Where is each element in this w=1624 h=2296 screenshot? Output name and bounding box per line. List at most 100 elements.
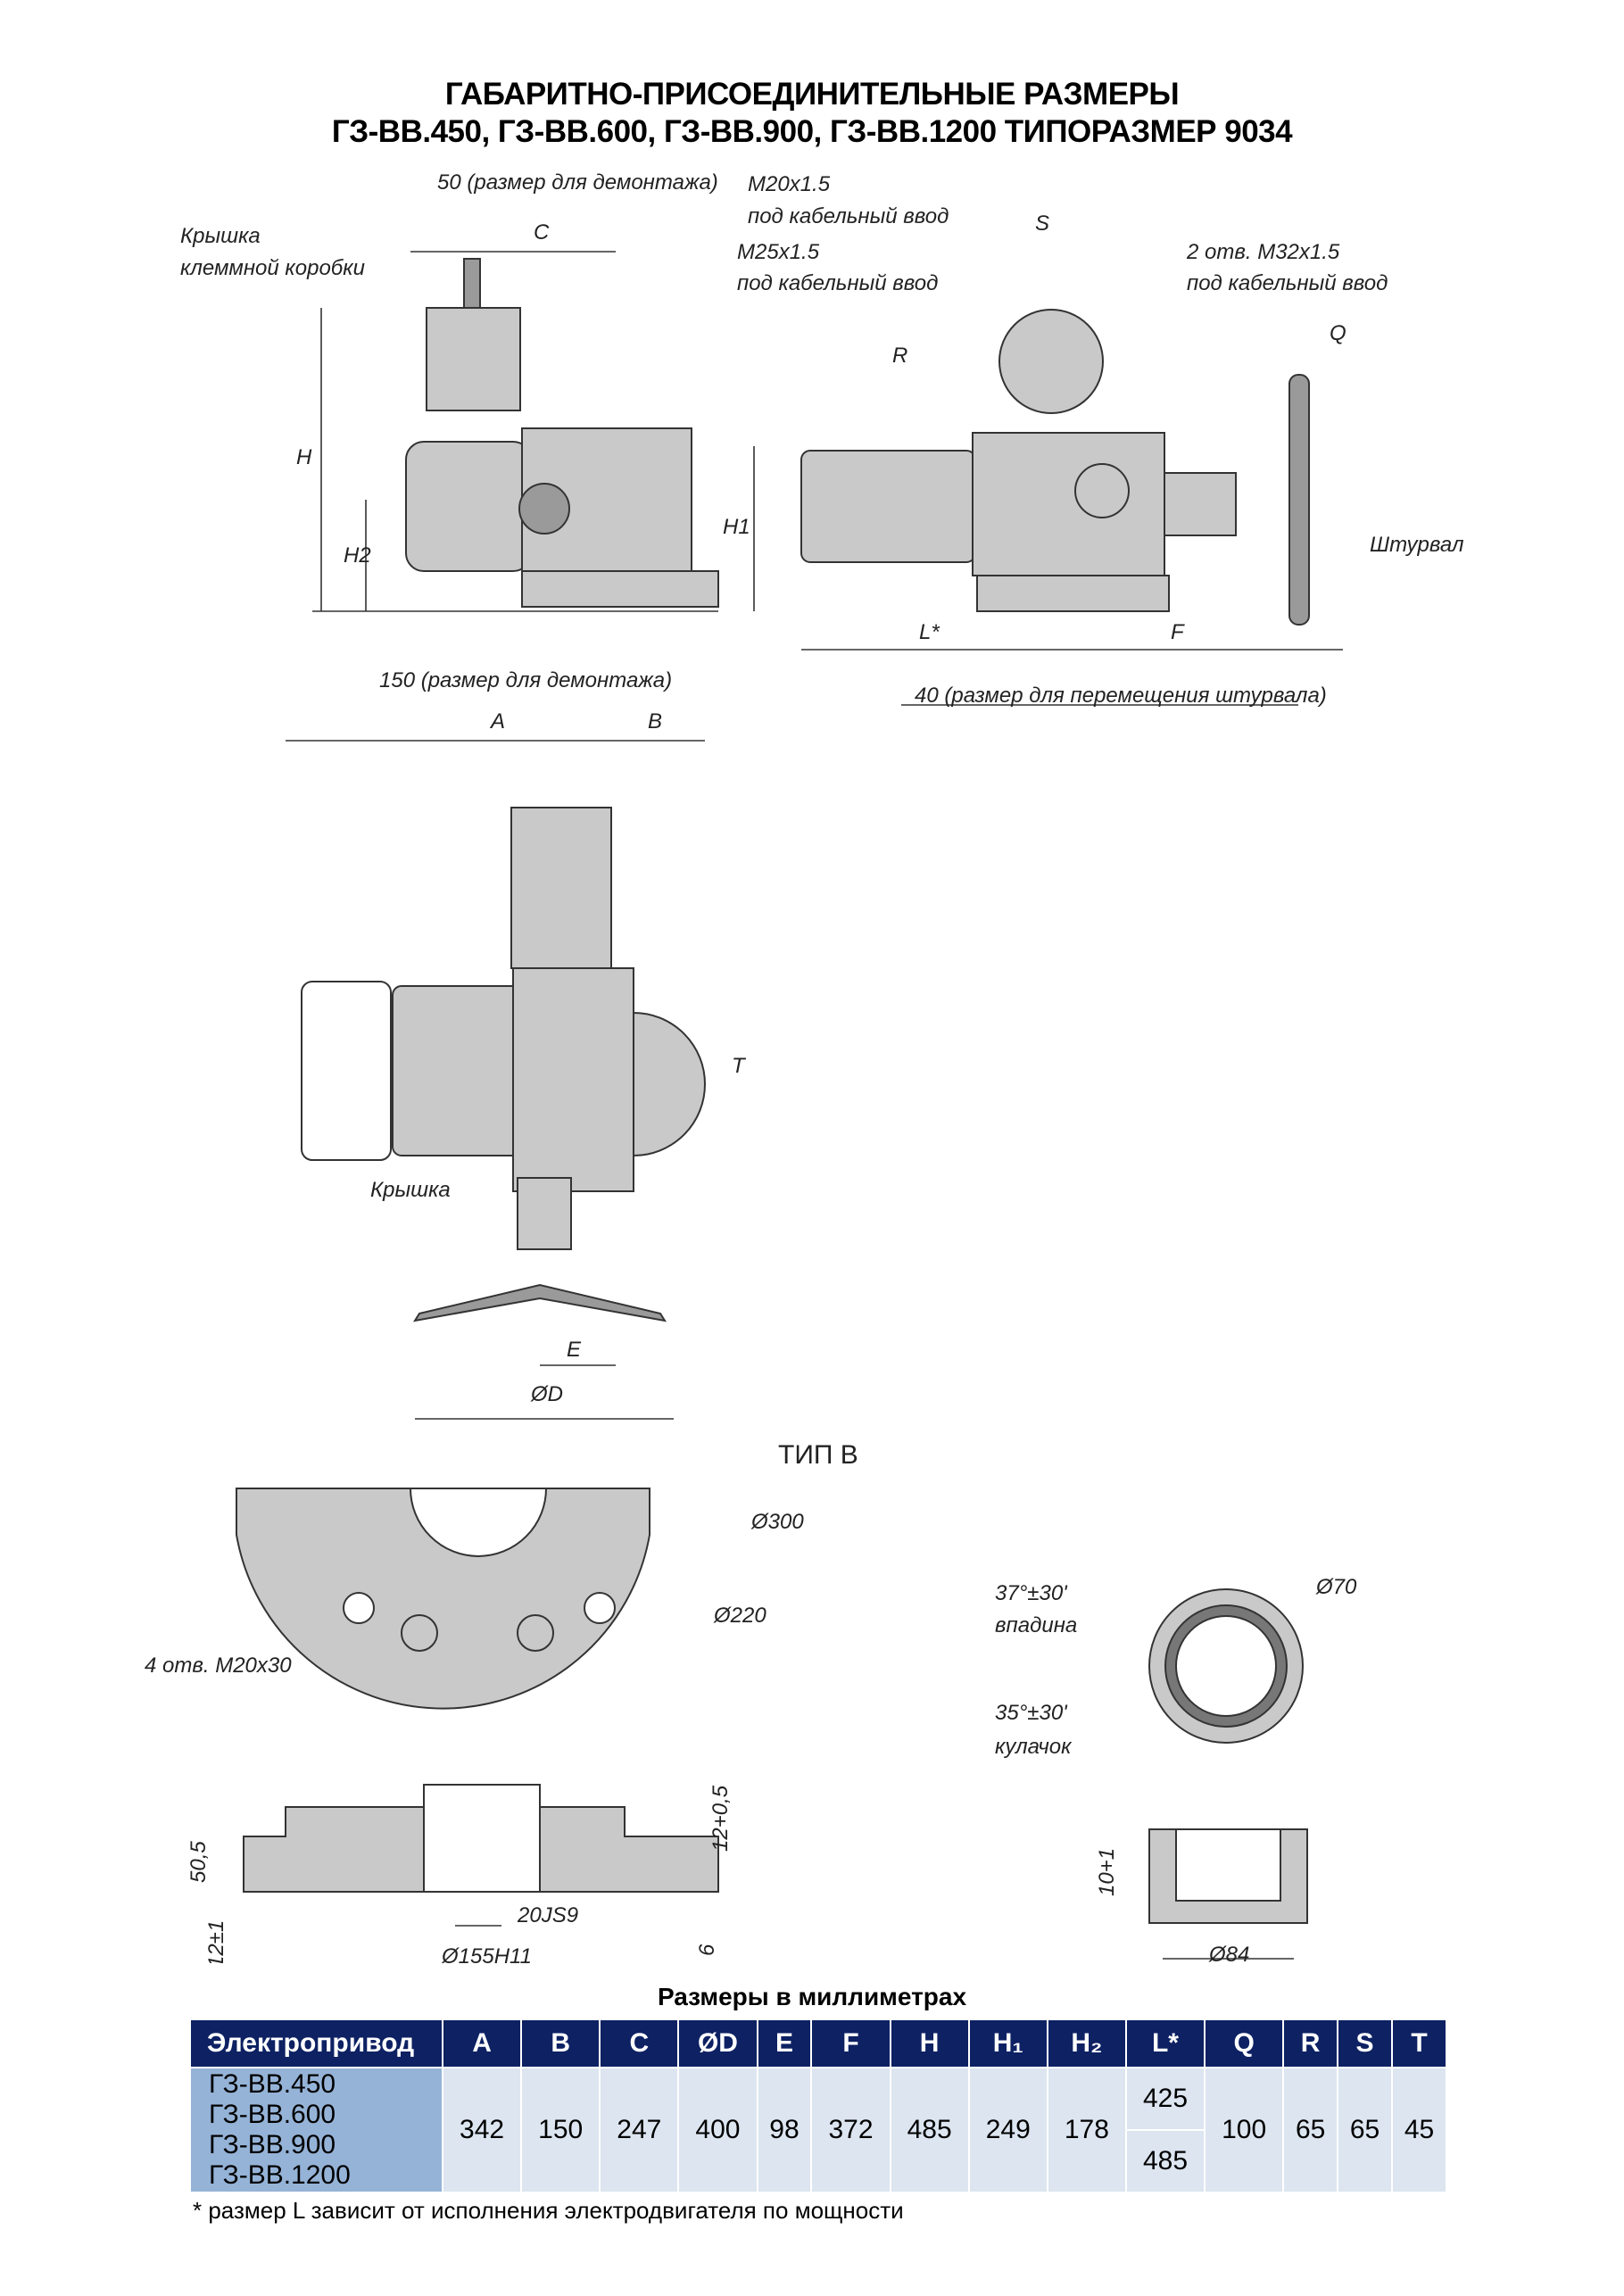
label-m32-sub: под кабельный ввод xyxy=(1187,271,1388,295)
cover-outline xyxy=(301,981,392,1161)
dimensions-table: Электропривод A B C ØD E F H H₁ H₂ L* Q … xyxy=(189,2018,1447,2193)
label-R: R xyxy=(892,344,907,368)
handwheel-drive xyxy=(1164,472,1237,536)
value-L-1: 425 xyxy=(1124,2067,1206,2131)
cam-ring xyxy=(1148,1588,1304,1744)
label-groove: впадина xyxy=(995,1613,1077,1637)
value-C: 247 xyxy=(599,2067,680,2193)
header-F: F xyxy=(810,2018,891,2068)
label-S: S xyxy=(1035,211,1049,236)
value-D: 400 xyxy=(677,2067,758,2193)
label-H: H xyxy=(296,445,312,469)
plan-view xyxy=(286,740,706,1420)
model-600: ГЗ-ВВ.600 xyxy=(209,2100,336,2129)
label-angle37: 37°±30' xyxy=(995,1581,1068,1605)
label-ten: 10+1 xyxy=(1095,1848,1119,1896)
model-900: ГЗ-ВВ.900 xyxy=(209,2130,336,2159)
label-handwheel: Штурвал xyxy=(1370,533,1464,557)
label-d300: Ø300 xyxy=(750,1510,804,1534)
label-d84: Ø84 xyxy=(1208,1943,1249,1963)
flange-type-b xyxy=(236,1488,650,1710)
base-flange xyxy=(521,570,719,608)
gearbox xyxy=(512,967,634,1192)
header-R: R xyxy=(1282,2018,1339,2068)
title-line-1: ГАБАРИТНО-ПРИСОЕДИНИТЕЛЬНЫЕ РАЗМЕРЫ xyxy=(444,77,1180,112)
value-Q: 100 xyxy=(1204,2067,1285,2193)
motor xyxy=(510,807,612,969)
label-L: L* xyxy=(919,620,940,644)
header-model: Электропривод xyxy=(189,2018,443,2068)
label-T: T xyxy=(732,1054,747,1078)
label-terminal-cover: Крышка xyxy=(180,224,261,248)
label-handwheel-move: 40 (размер для перемещения штурвала) xyxy=(915,684,1327,708)
switch-housing xyxy=(518,483,570,535)
label-m20-sub: под кабельный ввод xyxy=(748,204,949,228)
model-450: ГЗ-ВВ.450 xyxy=(209,2069,336,2099)
value-H: 485 xyxy=(889,2067,970,2193)
header-S: S xyxy=(1337,2018,1394,2068)
header-T: T xyxy=(1391,2018,1447,2068)
table-row: ГЗ-ВВ.450 ГЗ-ВВ.600 ГЗ-ВВ.900 ГЗ-ВВ.1200… xyxy=(189,2067,1447,2193)
label-dismount-50: 50 (размер для демонтажа) xyxy=(437,170,718,195)
handwheel xyxy=(412,1283,667,1322)
header-E: E xyxy=(756,2018,813,2068)
label-B: B xyxy=(648,709,662,734)
label-A: A xyxy=(489,709,505,734)
cam-section xyxy=(1148,1828,1308,1960)
value-F: 372 xyxy=(810,2067,891,2193)
value-A: 342 xyxy=(441,2067,523,2193)
label-h50-5: 50,5 xyxy=(186,1841,211,1883)
header-B: B xyxy=(520,2018,601,2068)
label-Q: Q xyxy=(1330,321,1346,345)
label-h12-1: 12±1 xyxy=(204,1920,228,1963)
front-view xyxy=(800,309,1343,706)
label-C: C xyxy=(534,220,550,245)
label-d70: Ø70 xyxy=(1315,1575,1357,1599)
header-H1: H₁ xyxy=(967,2018,1048,2068)
table-caption: Размеры в миллиметрах xyxy=(657,1983,967,2010)
flange-section xyxy=(243,1784,719,1927)
label-m32: 2 отв. M32x1.5 xyxy=(1186,240,1340,264)
terminal-box xyxy=(998,309,1104,414)
footnote: * размер L зависит от исполнения электро… xyxy=(193,2197,904,2224)
label-type-b: ТИП В xyxy=(778,1440,858,1470)
header-C: C xyxy=(599,2018,680,2068)
value-S: 65 xyxy=(1337,2067,1394,2193)
value-H1: 249 xyxy=(967,2067,1048,2193)
terminal-box xyxy=(426,307,521,411)
technical-drawing: 50 (размер для демонтажа) Крышка клеммно… xyxy=(145,170,1464,1963)
label-D: ØD xyxy=(530,1382,563,1406)
label-dismount-150: 150 (размер для демонтажа) xyxy=(379,668,672,692)
label-terminal-cover-2: клеммной коробки xyxy=(180,256,365,280)
label-H1: H1 xyxy=(723,515,750,539)
cable-gland xyxy=(463,258,481,309)
header-D: ØD xyxy=(677,2018,758,2068)
label-six: 6 xyxy=(695,1944,719,1956)
model-cell: ГЗ-ВВ.450 ГЗ-ВВ.600 ГЗ-ВВ.900 ГЗ-ВВ.1200 xyxy=(189,2067,443,2193)
table-header-row: Электропривод A B C ØD E F H H₁ H₂ L* Q … xyxy=(189,2018,1447,2068)
value-L-2: 485 xyxy=(1124,2129,1206,2193)
label-d220: Ø220 xyxy=(713,1604,766,1628)
label-H2: H2 xyxy=(344,543,371,568)
table-row: 485 xyxy=(190,2129,1446,2193)
label-d155: Ø155H11 xyxy=(441,1944,532,1963)
label-js9: 20JS9 xyxy=(517,1903,578,1927)
base-flange xyxy=(976,575,1170,612)
header-H: H xyxy=(889,2018,970,2068)
header-L: L* xyxy=(1124,2018,1206,2068)
value-T: 45 xyxy=(1391,2067,1447,2193)
header-A: A xyxy=(441,2018,523,2068)
model-1200: ГЗ-ВВ.1200 xyxy=(209,2160,351,2190)
handwheel xyxy=(1288,374,1310,626)
label-F: F xyxy=(1171,620,1185,644)
gearbox xyxy=(972,432,1165,576)
label-m25-sub: под кабельный ввод xyxy=(737,271,938,295)
value-H2: 178 xyxy=(1046,2067,1127,2193)
header-Q: Q xyxy=(1204,2018,1285,2068)
label-angle35: 35°±30' xyxy=(995,1701,1068,1725)
value-E: 98 xyxy=(756,2067,813,2193)
label-h12-05: 12+0,5 xyxy=(708,1785,733,1852)
label-m25: M25x1.5 xyxy=(737,240,820,264)
title-line-2: ГЗ-ВВ.450, ГЗ-ВВ.600, ГЗ-ВВ.900, ГЗ-ВВ.1… xyxy=(331,114,1293,149)
motor xyxy=(405,441,532,572)
